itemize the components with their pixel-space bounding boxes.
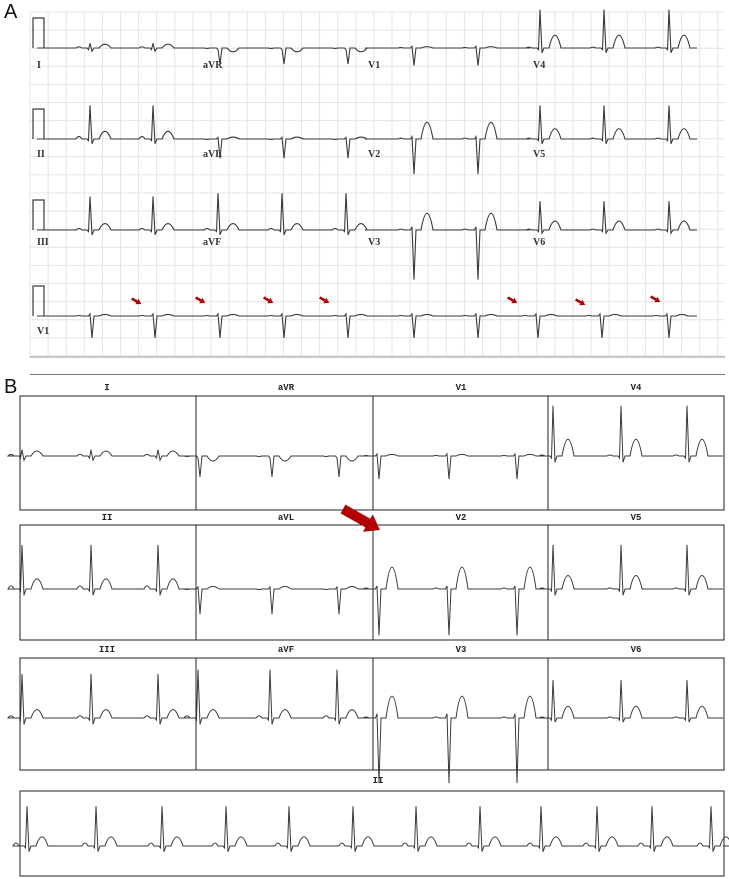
trace-V4 xyxy=(525,9,697,54)
red-arrow-icon xyxy=(575,298,586,306)
trace-aVF xyxy=(200,193,368,236)
panel-a-label: A xyxy=(4,1,18,23)
panel-b: B xyxy=(0,372,729,879)
trace-V3 xyxy=(365,212,530,280)
lead-label-V1: V1 xyxy=(368,60,380,71)
trace-I xyxy=(37,43,200,53)
trace-V1 xyxy=(365,45,530,66)
lead-label-V5: V5 xyxy=(533,149,545,160)
ecg-grid xyxy=(29,11,725,358)
lead-label-V4: V4 xyxy=(533,60,545,71)
lead-label-aVR: aVR xyxy=(203,60,223,71)
panel-divider xyxy=(30,374,725,375)
panel-b-label: B xyxy=(4,376,18,398)
trace-aVR xyxy=(200,47,369,65)
rhythm-label: V1 xyxy=(37,326,49,337)
red-arrow-icon xyxy=(131,297,142,305)
rhythm-trace-V1 xyxy=(37,312,697,339)
lead-label-aVL: aVL xyxy=(203,149,222,160)
trace-II xyxy=(37,105,200,145)
red-arrow-icon xyxy=(507,296,518,304)
lead-label-I: I xyxy=(37,60,41,71)
trace-III xyxy=(37,196,200,236)
lead-label-V3: V3 xyxy=(368,237,380,248)
lead-label-aVF: aVF xyxy=(203,237,221,248)
trace-V5 xyxy=(525,105,697,145)
lead-label-V6: V6 xyxy=(533,237,545,248)
lead-label-II: II xyxy=(37,149,45,160)
lead-label-III: III xyxy=(37,237,49,248)
red-arrow-icon xyxy=(319,296,330,304)
trace-V2 xyxy=(365,121,530,175)
lead-label-V2: V2 xyxy=(368,149,380,160)
red-arrow-icon xyxy=(195,296,206,304)
red-arrow-icon xyxy=(650,295,661,303)
red-arrow-icon xyxy=(263,296,274,304)
trace-V6 xyxy=(525,201,697,235)
trace-aVL xyxy=(200,136,369,159)
